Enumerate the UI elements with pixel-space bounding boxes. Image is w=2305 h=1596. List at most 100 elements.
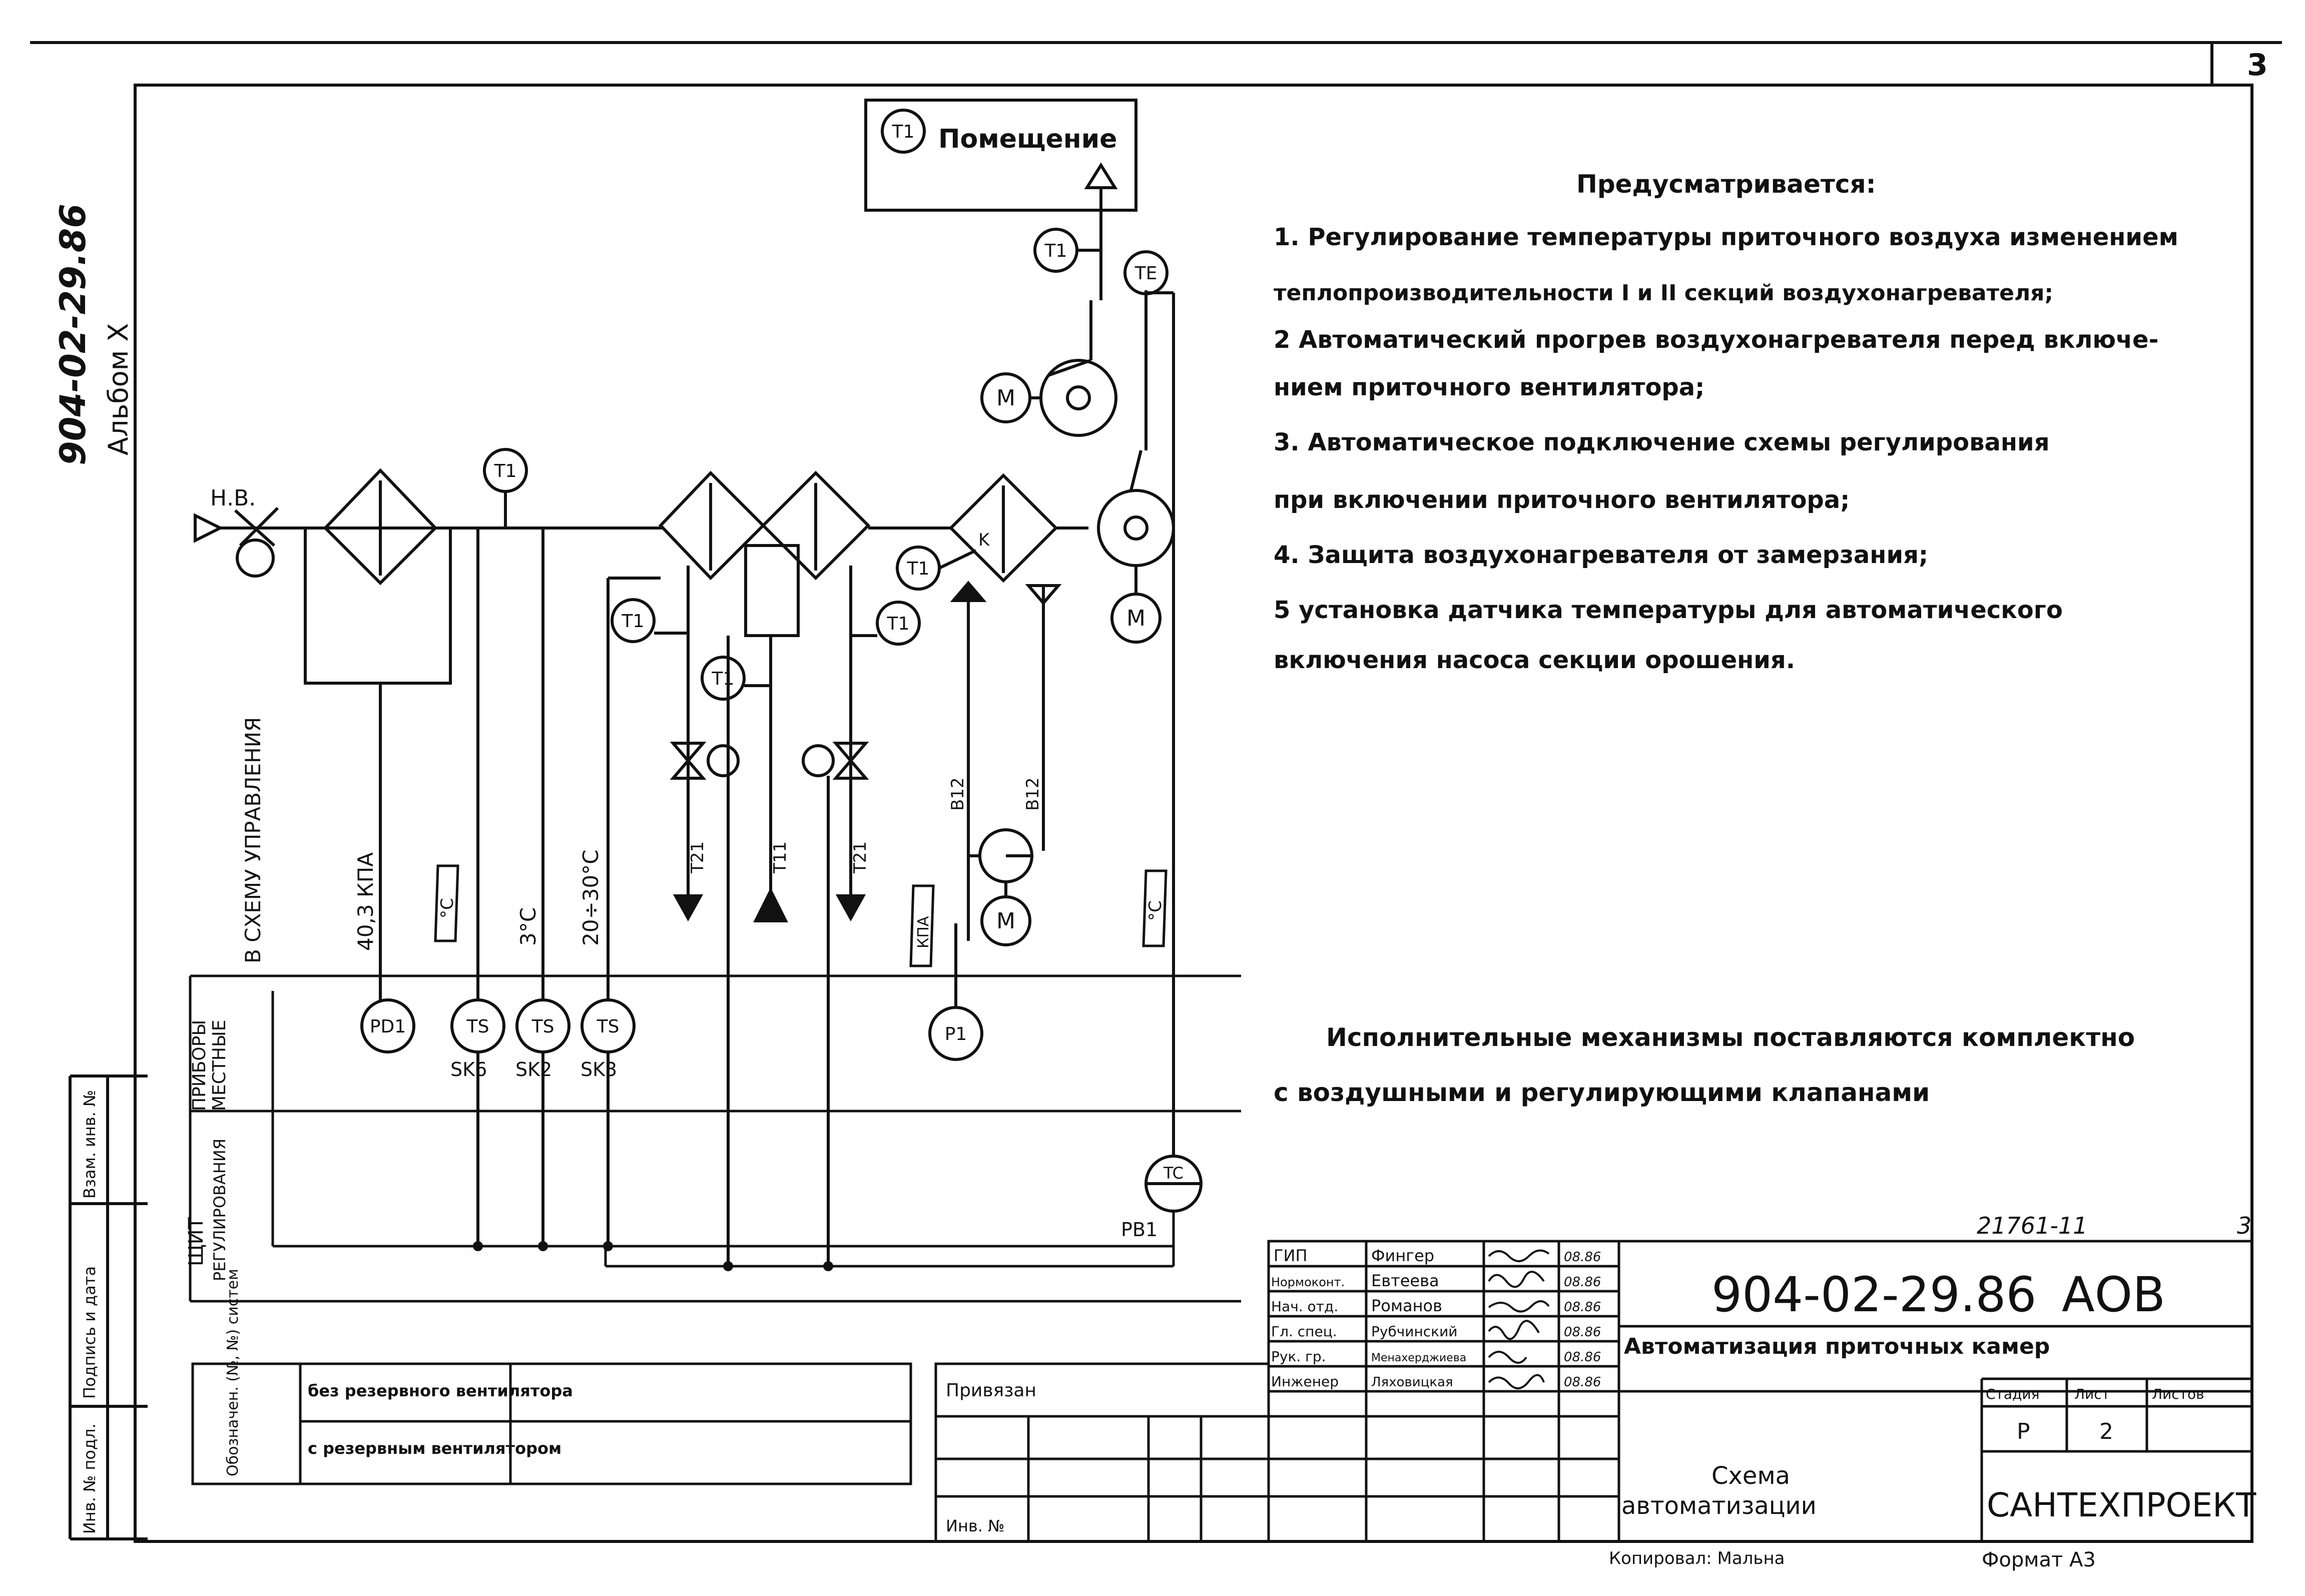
binding-table: [934, 1362, 1270, 1543]
notes-line-7: 4. Защита воздухонагревателя от замерзан…: [1274, 541, 1928, 569]
name-4: Менахерджиева: [1371, 1352, 1466, 1364]
notes: Предусматривается: 1. Регулирование темп…: [1274, 170, 2178, 1107]
notes-line-2: теплопроизводительности I и II секций во…: [1274, 280, 2053, 306]
side-code: 904-02-29.86: [53, 204, 94, 465]
room-label: Помещение: [938, 124, 1117, 154]
room-t1-label: T1: [892, 122, 915, 142]
ref-page: 3: [2237, 1212, 2251, 1239]
pressure-setpoint: 40,3 КПА: [353, 852, 378, 951]
doc-mark: АОВ: [2062, 1267, 2165, 1323]
schematic: [194, 99, 1175, 1266]
date-3: 08.86: [1564, 1325, 1601, 1340]
k-label: K: [978, 530, 990, 550]
valve2-actuator-circle: [802, 744, 835, 777]
notes-heading: Предусматривается:: [1576, 170, 1876, 199]
t21-label-2: T21: [850, 841, 870, 874]
name-0: Фингер: [1371, 1246, 1434, 1265]
signatures: [1488, 1249, 1550, 1389]
date-2: 08.86: [1564, 1300, 1601, 1315]
ref-number: 21761-11: [1977, 1212, 2087, 1239]
exec-line-2: с воздушными и регулирующими клапанами: [1274, 1078, 1930, 1107]
title-block: [1267, 1240, 2253, 1543]
notes-line-6: при включении приточного вентилятора;: [1274, 486, 1850, 514]
stage-label: Стадия: [1986, 1386, 2039, 1402]
legend-row2: с резервным вентилятором: [308, 1439, 561, 1458]
doc-number: 904-02-29.86: [1711, 1267, 2037, 1323]
pd1-label: PD1: [370, 1016, 406, 1037]
t11-label: T11: [770, 841, 790, 874]
sheet-number: 3: [2247, 48, 2268, 83]
rb1-label: РВ1: [1121, 1219, 1158, 1241]
inlet-arrow: [194, 513, 224, 543]
irrigation-t1-label: T1: [907, 559, 930, 579]
filter-box: [304, 526, 452, 685]
pd1-circle: [360, 998, 415, 1053]
binding-inv: Инв. №: [946, 1516, 1004, 1535]
drawing-title-1: Схема: [1711, 1462, 1790, 1490]
unit-tags: [434, 864, 1168, 967]
role-2: Нач. отд.: [1271, 1298, 1338, 1315]
ts-sk6-circle: [450, 998, 505, 1053]
format-label: Формат А3: [1982, 1548, 2096, 1571]
shchit-label: ЩИТ: [185, 1217, 208, 1266]
p1-label: P1: [945, 1024, 967, 1044]
notes-line-1: 1. Регулирование температуры приточного …: [1274, 223, 2178, 251]
notes-line-5: 3. Автоматическое подключение схемы регу…: [1274, 428, 2050, 456]
notes-line-8: 5 установка датчика температуры для авто…: [1274, 596, 2063, 624]
ts-sk6-label: TS: [466, 1016, 489, 1037]
heater-1-diamond: [658, 470, 766, 581]
role-0: ГИП: [1274, 1246, 1308, 1265]
role-3: Гл. спец.: [1271, 1323, 1337, 1340]
unit-tag-degc-1: °C: [437, 898, 457, 918]
date-4: 08.86: [1564, 1350, 1601, 1365]
p1-circle: [928, 1006, 983, 1061]
date-1: 08.86: [1564, 1275, 1601, 1290]
sk3-label: SK3: [581, 1058, 617, 1081]
legend-table: [191, 1362, 912, 1485]
legend-row1: без резервного вентилятора: [308, 1381, 573, 1400]
damper-actuator-circle: [236, 539, 275, 578]
notes-line-3: 2 Автоматический прогрев воздухонагреват…: [1274, 326, 2159, 354]
side-album: Альбом X: [103, 323, 134, 455]
ts-sk2-circle: [515, 998, 570, 1053]
t2030-setpoint: 20÷30°C: [579, 850, 603, 946]
heater1-t1-label: T1: [622, 611, 645, 632]
exec-line-1: Исполнительные механизмы поставляются ко…: [1326, 1023, 2135, 1052]
name-5: Ляховицкая: [1371, 1375, 1453, 1390]
pribory-label: ПРИБОРЫ: [189, 1020, 210, 1111]
room-t1-circle: [881, 109, 926, 154]
ts-sk2-label: TS: [531, 1016, 554, 1037]
panel-instruments: [360, 998, 1203, 1213]
to-control-label: В СХЕМУ УПРАВЛЕНИЯ: [241, 717, 265, 963]
heater-2-diamond: [761, 470, 871, 581]
b12-label-2: B12: [1023, 777, 1043, 811]
regul-label: РЕГУЛИРОВАНИЯ: [210, 1139, 229, 1281]
duct-te-label: TE: [1134, 263, 1158, 284]
subject: Автоматизация приточных камер: [1624, 1334, 2050, 1359]
sheets-label: Листов: [2152, 1386, 2204, 1402]
name-1: Евтеева: [1371, 1271, 1439, 1290]
heater2-t1-circle: [876, 601, 921, 646]
stage-value: Р: [2017, 1419, 2030, 1444]
name-2: Романов: [1371, 1296, 1442, 1315]
stamp-vzam-inv: Взам. инв. №: [80, 1090, 99, 1199]
return-t1-label: T1: [712, 669, 735, 689]
role-1: Нормоконт.: [1271, 1275, 1345, 1289]
duct-t1-label: T1: [1044, 241, 1067, 261]
org-name: САНТЕХПРОЕКТ: [1987, 1486, 2256, 1524]
copied-by: Копировал: Мальна: [1609, 1548, 1785, 1568]
role-4: Рук. гр.: [1271, 1348, 1326, 1365]
ts-sk3-circle: [581, 998, 636, 1053]
stamp-signature-date: Подпись и дата: [80, 1266, 99, 1399]
unit-tag-degc-2: °C: [1145, 900, 1166, 921]
motor-label-pump: M: [996, 908, 1015, 934]
nv-label: Н.В.: [210, 485, 256, 511]
heater1-t1-circle: [611, 598, 656, 643]
stamp-inv-podl: Инв. № подл.: [80, 1423, 99, 1534]
return-t1-circle: [701, 656, 746, 701]
date-0: 08.86: [1564, 1250, 1601, 1265]
unit-tag-kpa: КПА: [915, 916, 932, 948]
irrigation-diamond: [948, 473, 1058, 583]
panel-zones: [189, 974, 1241, 1303]
